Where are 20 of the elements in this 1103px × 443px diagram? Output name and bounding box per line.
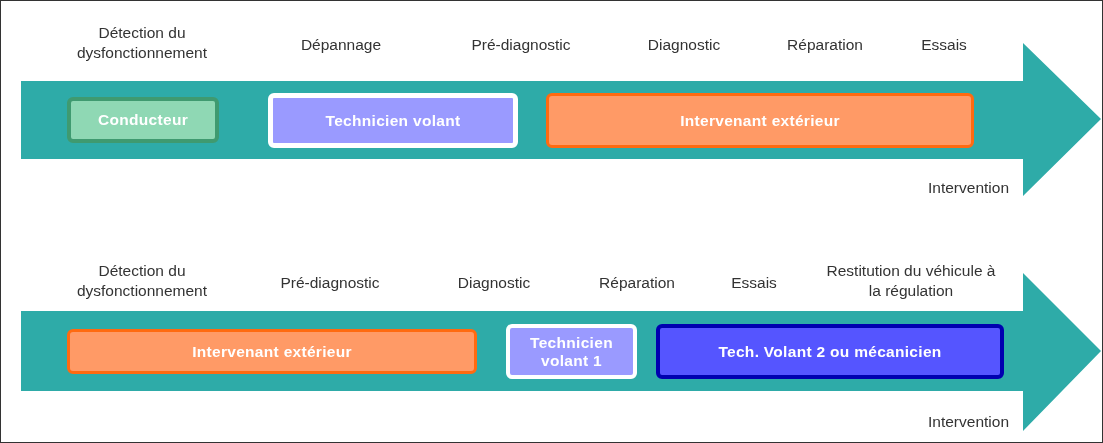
actor-box: Tech. Volant 2 ou mécanicien: [656, 324, 1004, 379]
stage-label: Détection du dysfonctionnement: [75, 23, 209, 64]
stage-caption: Intervention: [928, 413, 1009, 431]
stage-label: Essais: [730, 273, 778, 293]
stage-caption: Intervention: [928, 179, 1009, 197]
stage-label: Pré-diagnostic: [470, 35, 572, 55]
stage-label: Réparation: [786, 35, 864, 55]
actor-box: Intervenant extérieur: [546, 93, 974, 148]
stage-label: Diagnostic: [646, 35, 722, 55]
actor-box: Technicien volant 1: [506, 324, 637, 379]
stage-label: Restitution du véhicule à la régulation: [825, 261, 997, 302]
stage-label: Pré-diagnostic: [279, 273, 381, 293]
actor-box: Conducteur: [67, 97, 219, 143]
stage-label: Essais: [920, 35, 968, 55]
stage-label: Détection du dysfonctionnement: [75, 261, 209, 302]
actor-box: Intervenant extérieur: [67, 329, 477, 374]
actor-box: Technicien volant: [268, 93, 518, 148]
stage-label: Réparation: [598, 273, 676, 293]
stage-label: Diagnostic: [456, 273, 532, 293]
stage-label: Dépannage: [299, 35, 383, 55]
